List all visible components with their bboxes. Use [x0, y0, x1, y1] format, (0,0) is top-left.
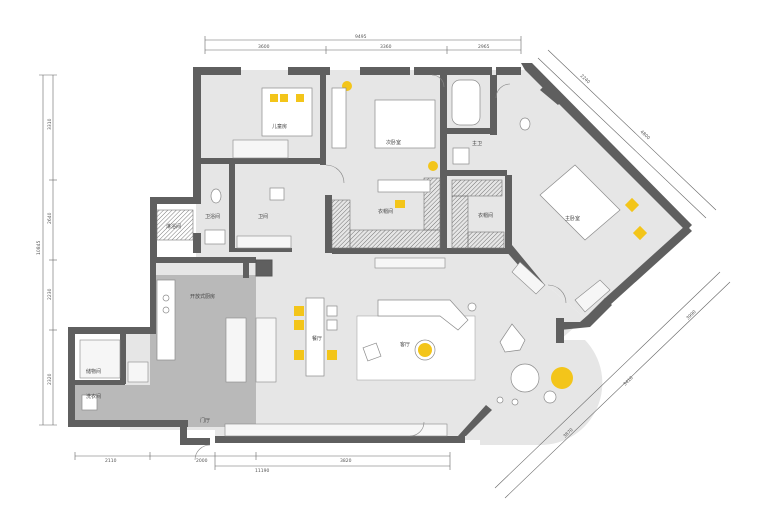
shower-hatch — [156, 209, 194, 241]
secondary-bed — [374, 99, 436, 149]
closet-bottom — [349, 229, 441, 249]
cloak-closet-top — [451, 179, 503, 197]
master-closet-strip — [511, 261, 546, 295]
dim-top-c: 2965 — [478, 44, 490, 50]
tv-cabinet — [224, 423, 448, 437]
dim-diag-a: 2240 — [579, 73, 592, 85]
label-kids-room: 儿童房 — [272, 123, 287, 130]
kids-wardrobe — [232, 139, 289, 159]
dim-top-a: 3600 — [258, 44, 270, 50]
kitchen-counter — [156, 279, 176, 361]
desk — [377, 179, 431, 193]
label-storage: 储物间 — [86, 368, 101, 375]
washer — [81, 394, 98, 411]
walls — [68, 63, 692, 445]
console — [374, 257, 446, 269]
dim-bottom-c: 11190 — [255, 468, 269, 474]
dim-left-a: 3310 — [47, 118, 53, 130]
dim-left-total: 10845 — [36, 241, 42, 255]
label-master-bedroom: 主卧室 — [565, 215, 580, 222]
sofa — [377, 299, 469, 331]
sink — [204, 229, 226, 245]
storage-box — [127, 361, 149, 383]
powder-cabinet — [236, 235, 292, 249]
powder-sink — [269, 187, 285, 201]
dim-diag-c: 3990 — [685, 309, 698, 321]
balcony-cabinet — [574, 279, 611, 313]
cloak-closet-bottom — [467, 231, 505, 249]
label-laundry: 洗衣间 — [86, 393, 101, 400]
dim-bottom-d: 3820 — [340, 458, 352, 464]
dim-top-total: 9495 — [355, 34, 367, 40]
label-dining: 餐厅 — [312, 335, 322, 342]
label-open-kitchen: 开放式厨房 — [190, 293, 215, 300]
label-master-bath: 主卫 — [472, 140, 482, 147]
room-labels: 儿童房 次卧室 衣帽间 主卧室 主卫 衣帽间 卫浴间 卫间 淋浴间 开放式厨房 … — [86, 123, 580, 424]
dimension-lines — [39, 36, 731, 499]
armchair — [362, 342, 382, 362]
label-cloakroom-2: 衣帽间 — [478, 212, 493, 219]
label-powder-room: 卫间 — [258, 213, 268, 220]
dim-left-b: 2640 — [47, 212, 53, 224]
basin-2 — [452, 147, 470, 165]
master-bed — [539, 164, 621, 241]
dim-left-c: 2230 — [47, 288, 53, 300]
closet-left — [331, 199, 351, 249]
dining-table — [305, 297, 325, 377]
label-cloakroom-1: 衣帽间 — [378, 208, 393, 215]
label-bathroom: 卫浴间 — [205, 213, 220, 220]
bookshelf — [331, 87, 347, 149]
dim-diag-d: 3410 — [622, 375, 635, 387]
label-shower-room: 淋浴间 — [166, 223, 181, 230]
dim-diag-b: 4800 — [639, 129, 652, 141]
dim-left-d: 2320 — [47, 373, 53, 385]
dim-top-b: 3360 — [380, 44, 392, 50]
balcony-table — [510, 363, 540, 393]
dim-bottom-a: 2110 — [105, 458, 117, 464]
doors — [194, 74, 567, 461]
label-secondary-bedroom: 次卧室 — [386, 139, 401, 146]
kitchen-island-b — [255, 317, 277, 383]
bathtub — [451, 79, 481, 126]
storage-shelves — [79, 339, 121, 379]
kitchen-island-a — [225, 317, 247, 383]
label-living: 客厅 — [400, 341, 410, 348]
closets — [79, 139, 611, 437]
dim-bottom-b: 2000 — [196, 458, 208, 464]
furniture — [81, 79, 648, 411]
cloak-closet-left — [451, 195, 469, 249]
label-entry: 门厅 — [200, 417, 210, 424]
